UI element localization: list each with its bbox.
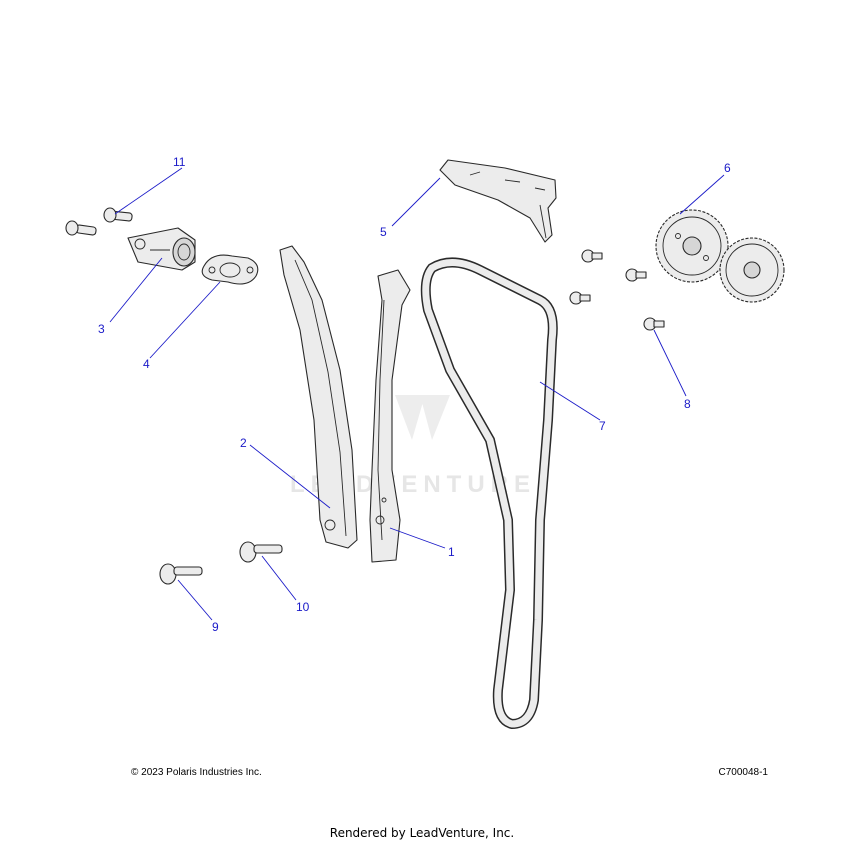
pivot-bolt-9 [159, 563, 203, 585]
callout-4[interactable]: 4 [143, 357, 150, 371]
callout-9[interactable]: 9 [212, 620, 219, 634]
copyright-notice: © 2023 Polaris Industries Inc. [131, 767, 262, 778]
callout-7[interactable]: 7 [599, 419, 606, 433]
chain-fixed-guide [369, 269, 411, 563]
callout-11[interactable]: 11 [173, 155, 186, 169]
callout-8[interactable]: 8 [684, 397, 691, 411]
tensioner-bolt-front [65, 220, 97, 236]
cam-sprocket-exhaust [719, 237, 785, 303]
callout-10[interactable]: 10 [296, 600, 310, 614]
cam-chain-tensioner [127, 227, 196, 271]
callout-6[interactable]: 6 [724, 161, 731, 175]
chain-tensioner-guide [279, 245, 358, 549]
pivot-bolt-10 [239, 541, 283, 563]
callout-1[interactable]: 1 [448, 545, 455, 559]
callout-5[interactable]: 5 [380, 225, 387, 239]
tensioner-gasket [201, 254, 259, 285]
tensioner-bolt-rear [103, 207, 133, 223]
callout-2[interactable]: 2 [240, 436, 247, 450]
callout-3[interactable]: 3 [98, 322, 105, 336]
rendered-by-credit: Rendered by LeadVenture, Inc. [329, 826, 515, 840]
upper-chain-guide [439, 159, 557, 243]
leader-lines [109, 167, 725, 621]
sprocket-bolts [569, 249, 665, 331]
diagram-code: C700048-1 [718, 767, 768, 778]
cam-sprocket-intake [655, 209, 729, 283]
timing-chain [420, 257, 558, 730]
